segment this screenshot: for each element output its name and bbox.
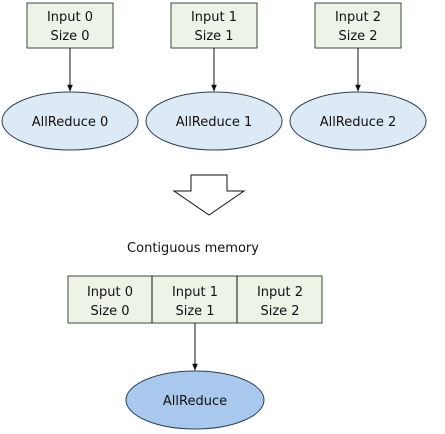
input-0-size: Size 0 xyxy=(50,29,89,44)
segment-0-size: Size 0 xyxy=(90,304,129,319)
allreduce-2-label: AllReduce 2 xyxy=(320,115,397,130)
contiguous-segment-0: Input 0 Size 0 xyxy=(87,285,133,319)
contiguous-memory-caption: Contiguous memory xyxy=(127,241,259,256)
allreduce-merged-label: AllReduce xyxy=(163,394,227,409)
input-1-size: Size 1 xyxy=(194,29,233,44)
segment-1-size: Size 1 xyxy=(175,304,214,319)
allreduce-merged-node: AllReduce xyxy=(125,370,265,430)
segment-1-label: Input 1 xyxy=(172,285,218,300)
input-box-2: Input 2 Size 2 xyxy=(314,2,402,49)
allreduce-node-1: AllReduce 1 xyxy=(145,91,283,151)
allreduce-1-label: AllReduce 1 xyxy=(176,115,253,130)
contiguous-segment-1: Input 1 Size 1 xyxy=(172,285,218,319)
transform-arrow-icon xyxy=(172,174,246,216)
input-0-label: Input 0 xyxy=(47,10,93,25)
input-2-size: Size 2 xyxy=(338,29,377,44)
allreduce-node-0: AllReduce 0 xyxy=(1,91,139,151)
allreduce-0-label: AllReduce 0 xyxy=(32,115,109,130)
segment-0-label: Input 0 xyxy=(87,285,133,300)
input-box-0: Input 0 Size 0 xyxy=(26,2,114,49)
segment-2-size: Size 2 xyxy=(260,304,299,319)
contiguous-segment-2: Input 2 Size 2 xyxy=(257,285,303,319)
segment-2-label: Input 2 xyxy=(257,285,303,300)
contiguous-memory-block xyxy=(67,275,323,324)
input-2-label: Input 2 xyxy=(335,10,381,25)
input-box-1: Input 1 Size 1 xyxy=(170,2,258,49)
input-1-label: Input 1 xyxy=(191,10,237,25)
allreduce-node-2: AllReduce 2 xyxy=(289,91,427,151)
